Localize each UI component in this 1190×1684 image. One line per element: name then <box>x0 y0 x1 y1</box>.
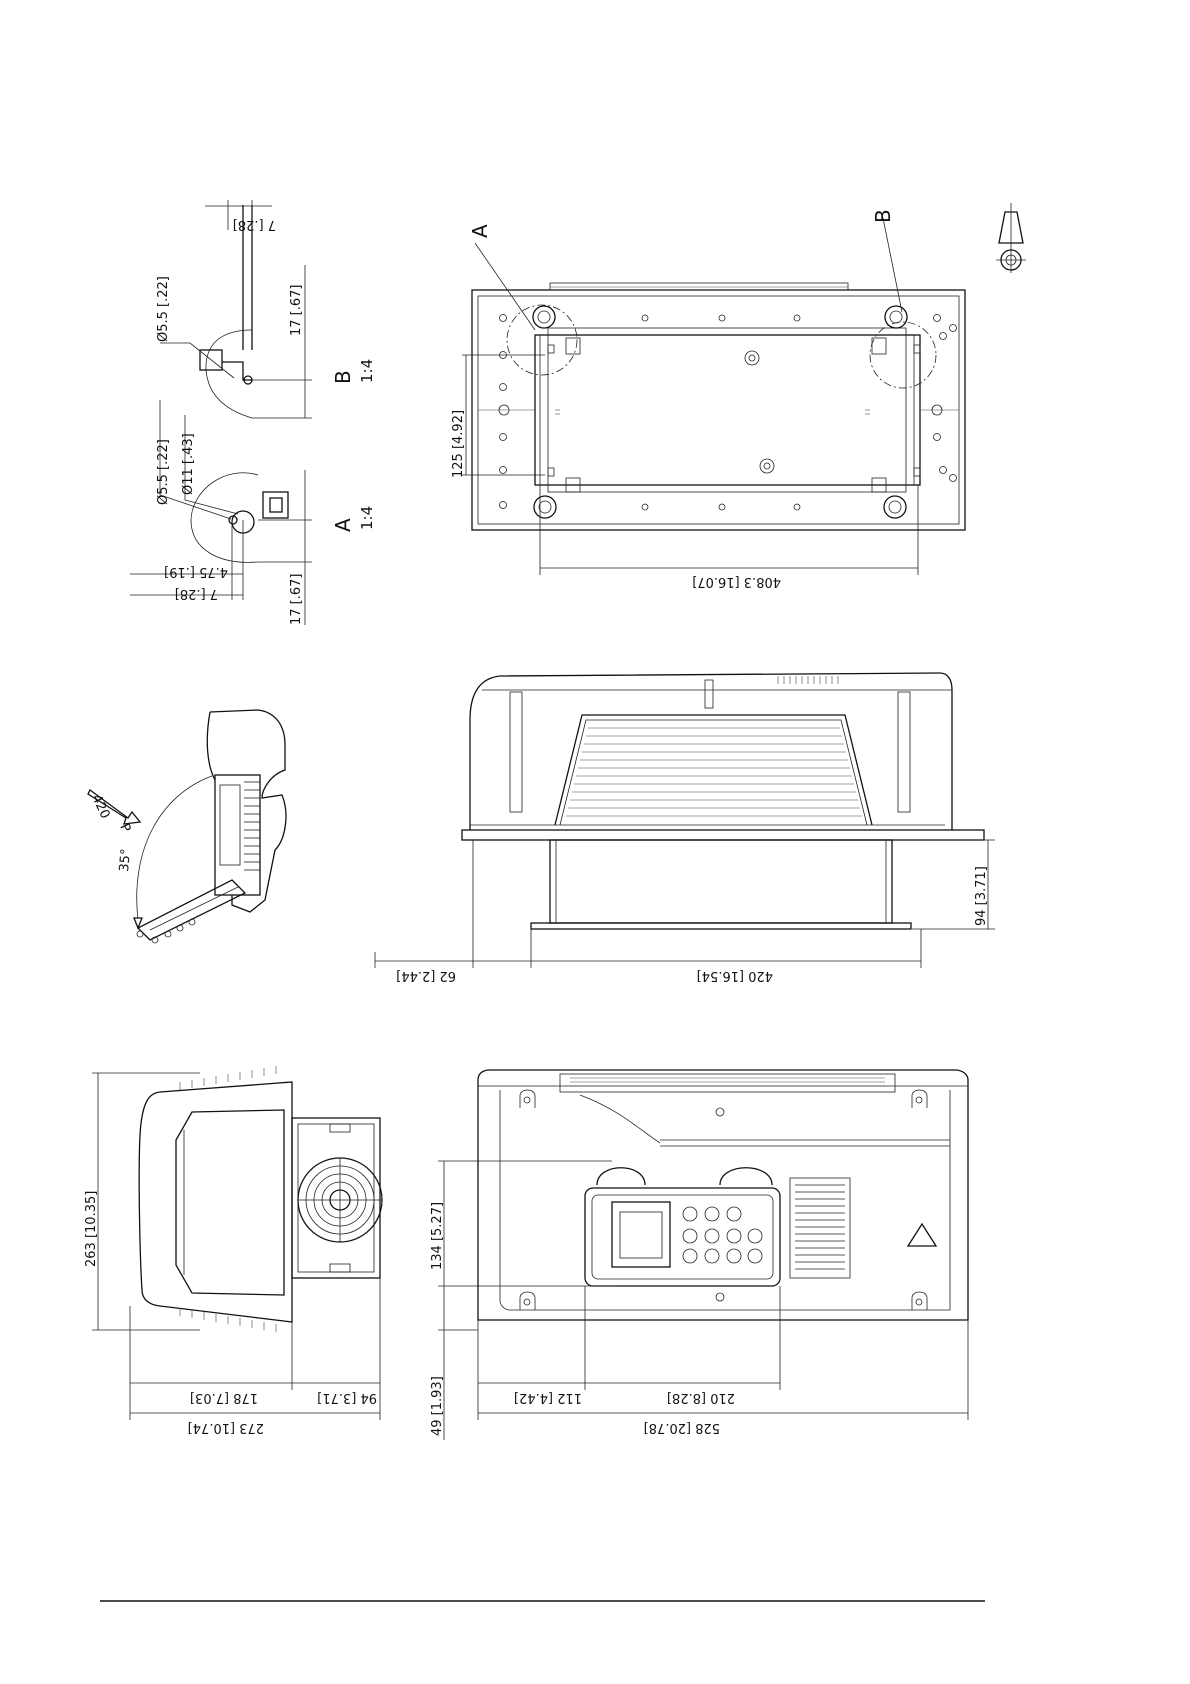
front-view: 134 [5.27] 49 [1.93] 112 [4.42] 210 [8.2… <box>430 1070 968 1440</box>
side-view-overhang: 62 [2.44] <box>396 968 456 983</box>
top-view-hole-spacing: 125 [4.92] <box>451 410 466 478</box>
side-view-base-length: 420 [16.54] <box>697 968 773 983</box>
top-view-callout-a: A <box>468 224 492 238</box>
side-view-heatsink-height: 94 [3.71] <box>974 866 989 926</box>
front-view-panel-height: 134 [5.27] <box>430 1202 445 1270</box>
front-view-bottom: 49 [1.93] <box>430 1376 445 1436</box>
detail-a-offset-2: 7 [.28] <box>175 586 218 601</box>
top-view: A B 125 [4.92] 408.3 [16.07] <box>451 209 965 589</box>
detail-b-height: 17 [.67] <box>289 285 304 337</box>
iso-opening-label: 420 <box>88 792 112 821</box>
projection-symbol <box>996 203 1026 273</box>
end-view-total: 273 [10.74] <box>188 1420 264 1435</box>
iso-angle: 35° <box>117 848 134 872</box>
detail-b-hole-dia: Ø5.5 [.22] <box>156 276 171 342</box>
iso-arrow-letter: P <box>116 821 133 835</box>
detail-a-offset-1: 4.75 [.19] <box>164 564 228 579</box>
detail-a-letter: A <box>331 518 355 532</box>
end-view-depth: 178 [7.03] <box>190 1390 258 1405</box>
top-view-hole-span: 408.3 [16.07] <box>692 574 781 589</box>
front-view-panel-width: 210 [8.28] <box>667 1390 735 1405</box>
end-view-height: 263 [10.35] <box>84 1191 99 1267</box>
detail-a-height: 17 [.67] <box>289 574 304 626</box>
end-view-heatsink: 94 [3.71] <box>317 1390 377 1405</box>
detail-a-hole-dia: Ø5.5 [.22] <box>156 439 171 505</box>
detail-b-letter: B <box>331 370 355 384</box>
detail-b-top-offset: 7 [.28] <box>233 217 276 232</box>
end-view: 263 [10.35] 178 [7.03] 94 [3.71] 273 [10… <box>84 1066 382 1435</box>
side-view: 94 [3.71] 420 [16.54] 62 [2.44] <box>375 673 995 983</box>
front-view-total-width: 528 [20.78] <box>644 1420 720 1435</box>
detail-a-scale: 1:4 <box>358 506 376 530</box>
top-view-callout-b: B <box>871 209 895 223</box>
detail-b-scale: 1:4 <box>358 359 376 383</box>
detail-b: 7 [.28] 17 [.67] Ø5.5 [.22] B 1:4 <box>156 200 376 418</box>
detail-a: Ø5.5 [.22] Ø11 [.43] 17 [.67] 4.75 [.19]… <box>130 400 376 625</box>
front-view-left-offset: 112 [4.42] <box>514 1390 582 1405</box>
detail-a-head-dia: Ø11 [.43] <box>181 433 196 495</box>
iso-view: 35° 420 P <box>88 710 286 943</box>
